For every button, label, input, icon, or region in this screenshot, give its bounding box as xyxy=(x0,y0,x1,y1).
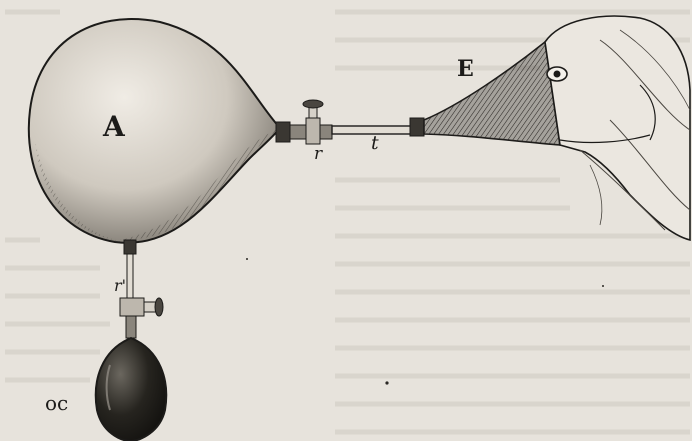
lower-stopcock xyxy=(120,240,163,338)
face-mask xyxy=(424,42,560,145)
label-stopcock-lower: r' xyxy=(114,278,126,294)
label-bulb: oc xyxy=(45,393,68,413)
upper-stopcock xyxy=(276,100,332,144)
label-tube: t xyxy=(371,134,379,153)
gas-balloon xyxy=(29,19,280,243)
rubber-bulb xyxy=(96,338,166,441)
label-mask: E xyxy=(457,58,474,80)
label-balloon: A xyxy=(103,113,125,141)
label-stopcock-upper: r xyxy=(314,146,322,163)
